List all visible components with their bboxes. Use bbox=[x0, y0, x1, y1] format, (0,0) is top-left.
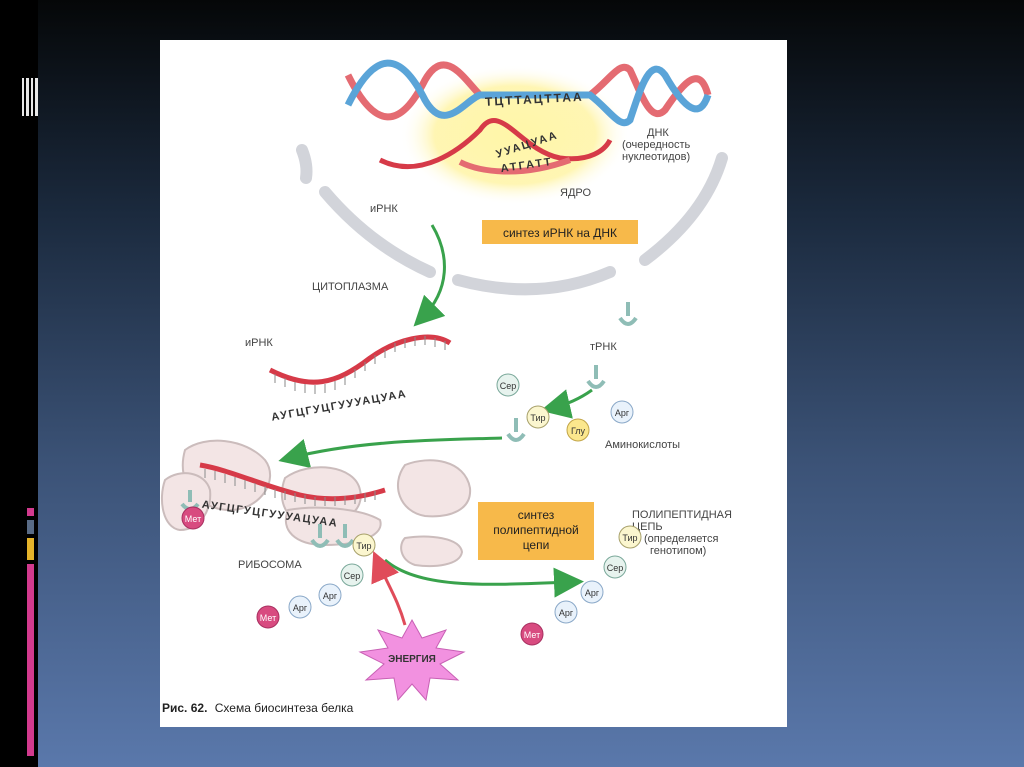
dna-note-line2: нуклеотидов) bbox=[622, 151, 690, 163]
svg-text:Арг: Арг bbox=[293, 603, 308, 613]
amino-tir-1: Тир bbox=[526, 405, 550, 429]
energy-star: ЭНЕРГИЯ bbox=[358, 618, 466, 702]
mrna-strand-in-nucleus bbox=[378, 118, 613, 170]
accent-bar-magenta bbox=[27, 564, 34, 756]
amino-acids-label: Аминокислоты bbox=[605, 439, 680, 451]
svg-text:Мет: Мет bbox=[524, 630, 540, 640]
chain-synthesis-box bbox=[478, 502, 594, 560]
trna-shapes bbox=[506, 302, 638, 442]
protein-biosynthesis-figure: ТЦТТАЦТТАА УУАЦУАА АТГАТТ ДНК (очереднос… bbox=[160, 40, 787, 727]
svg-text:Сер: Сер bbox=[344, 571, 361, 581]
nuclear-membrane bbox=[296, 144, 728, 296]
mrna-mid-label: иРНК bbox=[245, 337, 273, 349]
svg-text:Сер: Сер bbox=[500, 381, 517, 391]
svg-text:Арг: Арг bbox=[559, 608, 574, 618]
svg-text:Мет: Мет bbox=[260, 613, 276, 623]
accent-bar-slate bbox=[27, 520, 34, 534]
amino-delivery-arrow bbox=[278, 436, 503, 469]
dna-label: ДНК bbox=[647, 127, 669, 139]
polypeptide-label-2: ЦЕПЬ bbox=[632, 521, 663, 533]
figure-caption: Рис. 62. Схема биосинтеза белка bbox=[162, 701, 354, 715]
mrna-synthesis-text: синтез иРНК на ДНК bbox=[503, 226, 617, 240]
amino-tir-ribosome: Тир bbox=[352, 533, 376, 557]
final-tir: Тир bbox=[618, 525, 642, 549]
mrna-cytoplasm bbox=[268, 334, 452, 385]
chain-synthesis-line3: цепи bbox=[523, 538, 550, 552]
mrna-cytoplasm-sequence: АУГЦГУЦГУУУАЦУАА bbox=[270, 388, 408, 424]
final-arg-1: Арг bbox=[580, 580, 604, 604]
svg-text:Тир: Тир bbox=[356, 541, 371, 551]
final-met: Мет bbox=[520, 622, 544, 646]
dna-note-line1: (очередность bbox=[622, 139, 691, 151]
amino-ser-1: Сер bbox=[496, 373, 520, 397]
nucleus-label: ЯДРО bbox=[560, 187, 591, 199]
chain-synthesis-line2: полипептидной bbox=[493, 523, 579, 537]
chain-met-left: Мет bbox=[256, 605, 280, 629]
mrna-on-ribosome bbox=[199, 462, 386, 502]
chain-ser-left: Сер bbox=[340, 563, 364, 587]
chain-synthesis-line1: синтез bbox=[518, 508, 555, 522]
polypeptide-label-1: ПОЛИПЕПТИДНАЯ bbox=[632, 509, 732, 521]
dna-template-strand bbox=[458, 157, 572, 175]
chain-arg-left-2: Арг bbox=[288, 595, 312, 619]
mrna-top-label: иРНК bbox=[370, 203, 398, 215]
transport-arrow bbox=[413, 224, 446, 327]
final-ser: Сер bbox=[603, 555, 627, 579]
accent-bar-magenta-top bbox=[27, 508, 34, 516]
mrna-ribosome-bases bbox=[204, 469, 376, 506]
dna-top-sequence: ТЦТТАЦТТАА bbox=[485, 90, 584, 109]
mrna-cytoplasm-bases bbox=[274, 336, 446, 394]
svg-text:Тир: Тир bbox=[622, 533, 637, 543]
amino-met-ribosome: Мет bbox=[181, 506, 205, 530]
chain-arg-left-1: Арг bbox=[318, 583, 342, 607]
svg-text:Глу: Глу bbox=[571, 426, 586, 436]
trna-arrow bbox=[540, 388, 593, 419]
energy-arrow bbox=[371, 550, 407, 626]
vertical-lines-icon bbox=[22, 78, 38, 116]
accent-bar-yellow bbox=[27, 538, 34, 560]
chain-release-arrow bbox=[384, 558, 584, 598]
polypeptide-label-3: (определяется bbox=[644, 533, 718, 545]
transcription-glow bbox=[400, 65, 630, 205]
energy-label: ЭНЕРГИЯ bbox=[388, 654, 436, 665]
dna-helix bbox=[344, 59, 712, 126]
ribosome-label: РИБОСОМА bbox=[238, 559, 302, 571]
polypeptide-label-4: генотипом) bbox=[650, 545, 706, 557]
svg-text:Арг: Арг bbox=[585, 588, 600, 598]
svg-text:Сер: Сер bbox=[607, 563, 624, 573]
svg-text:Тир: Тир bbox=[530, 413, 545, 423]
amino-arg-1: Арг bbox=[610, 400, 634, 424]
svg-text:Арг: Арг bbox=[615, 408, 630, 418]
cytoplasm-label: ЦИТОПЛАЗМА bbox=[312, 281, 389, 293]
amino-glu: Глу bbox=[566, 418, 590, 442]
svg-text:Мет: Мет bbox=[185, 514, 201, 524]
mrna-synthesis-box bbox=[482, 220, 638, 244]
final-arg-2: Арг bbox=[554, 600, 578, 624]
trna-label: тРНК bbox=[590, 341, 617, 353]
svg-text:Арг: Арг bbox=[323, 591, 338, 601]
